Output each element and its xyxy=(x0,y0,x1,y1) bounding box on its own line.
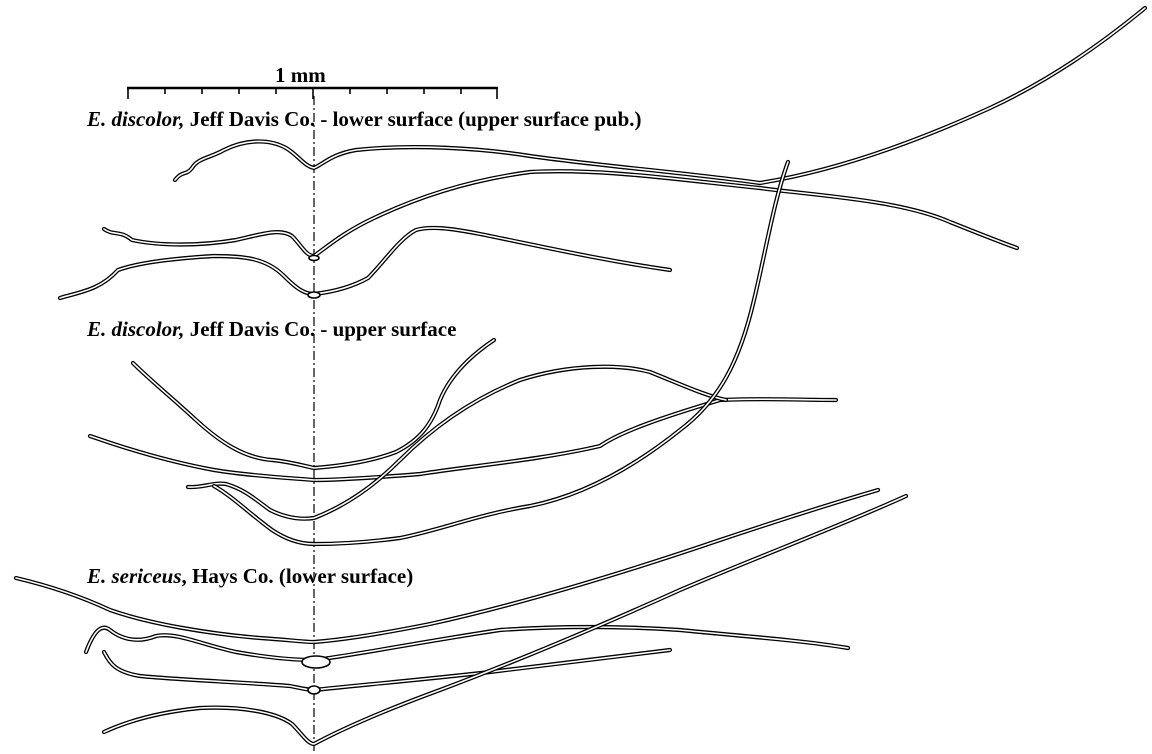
label-detail: Jeff Davis Co. - upper surface xyxy=(184,317,456,341)
species-name: E. discolor, xyxy=(86,107,184,131)
leaf-outline xyxy=(101,647,673,693)
species-name: E. sericeus xyxy=(86,564,182,588)
midrib-bundle xyxy=(301,655,331,669)
midrib-bundle xyxy=(307,685,321,695)
section-label-sericeus-lower: E. sericeus, Hays Co. (lower surface) xyxy=(86,564,413,588)
cross-section-group-discolor-lower xyxy=(57,5,1148,301)
leaf-outline xyxy=(172,5,1148,186)
label-detail: , Hays Co. (lower surface) xyxy=(182,564,414,588)
midrib-bundle xyxy=(307,291,321,299)
scale-bar: 1 mm xyxy=(127,63,498,99)
leaf-outline xyxy=(13,487,881,645)
scale-bar-label: 1 mm xyxy=(275,63,326,87)
cross-section-group-sericeus-lower xyxy=(13,487,909,747)
label-detail: Jeff Davis Co. - lower surface (upper su… xyxy=(184,107,641,131)
leaf-outline xyxy=(57,225,673,301)
midrib-bundle xyxy=(308,254,320,262)
species-name: E. discolor, xyxy=(86,317,184,341)
section-label-discolor-lower: E. discolor, Jeff Davis Co. - lower surf… xyxy=(86,107,642,131)
leaf-outline xyxy=(101,493,909,747)
leaf-outline xyxy=(211,159,791,547)
cross-section-group-discolor-upper xyxy=(87,159,839,547)
leaf-outline xyxy=(185,364,729,521)
leaf-outline xyxy=(101,169,1020,259)
leaf-outline xyxy=(130,337,497,471)
section-label-discolor-upper: E. discolor, Jeff Davis Co. - upper surf… xyxy=(86,317,456,341)
